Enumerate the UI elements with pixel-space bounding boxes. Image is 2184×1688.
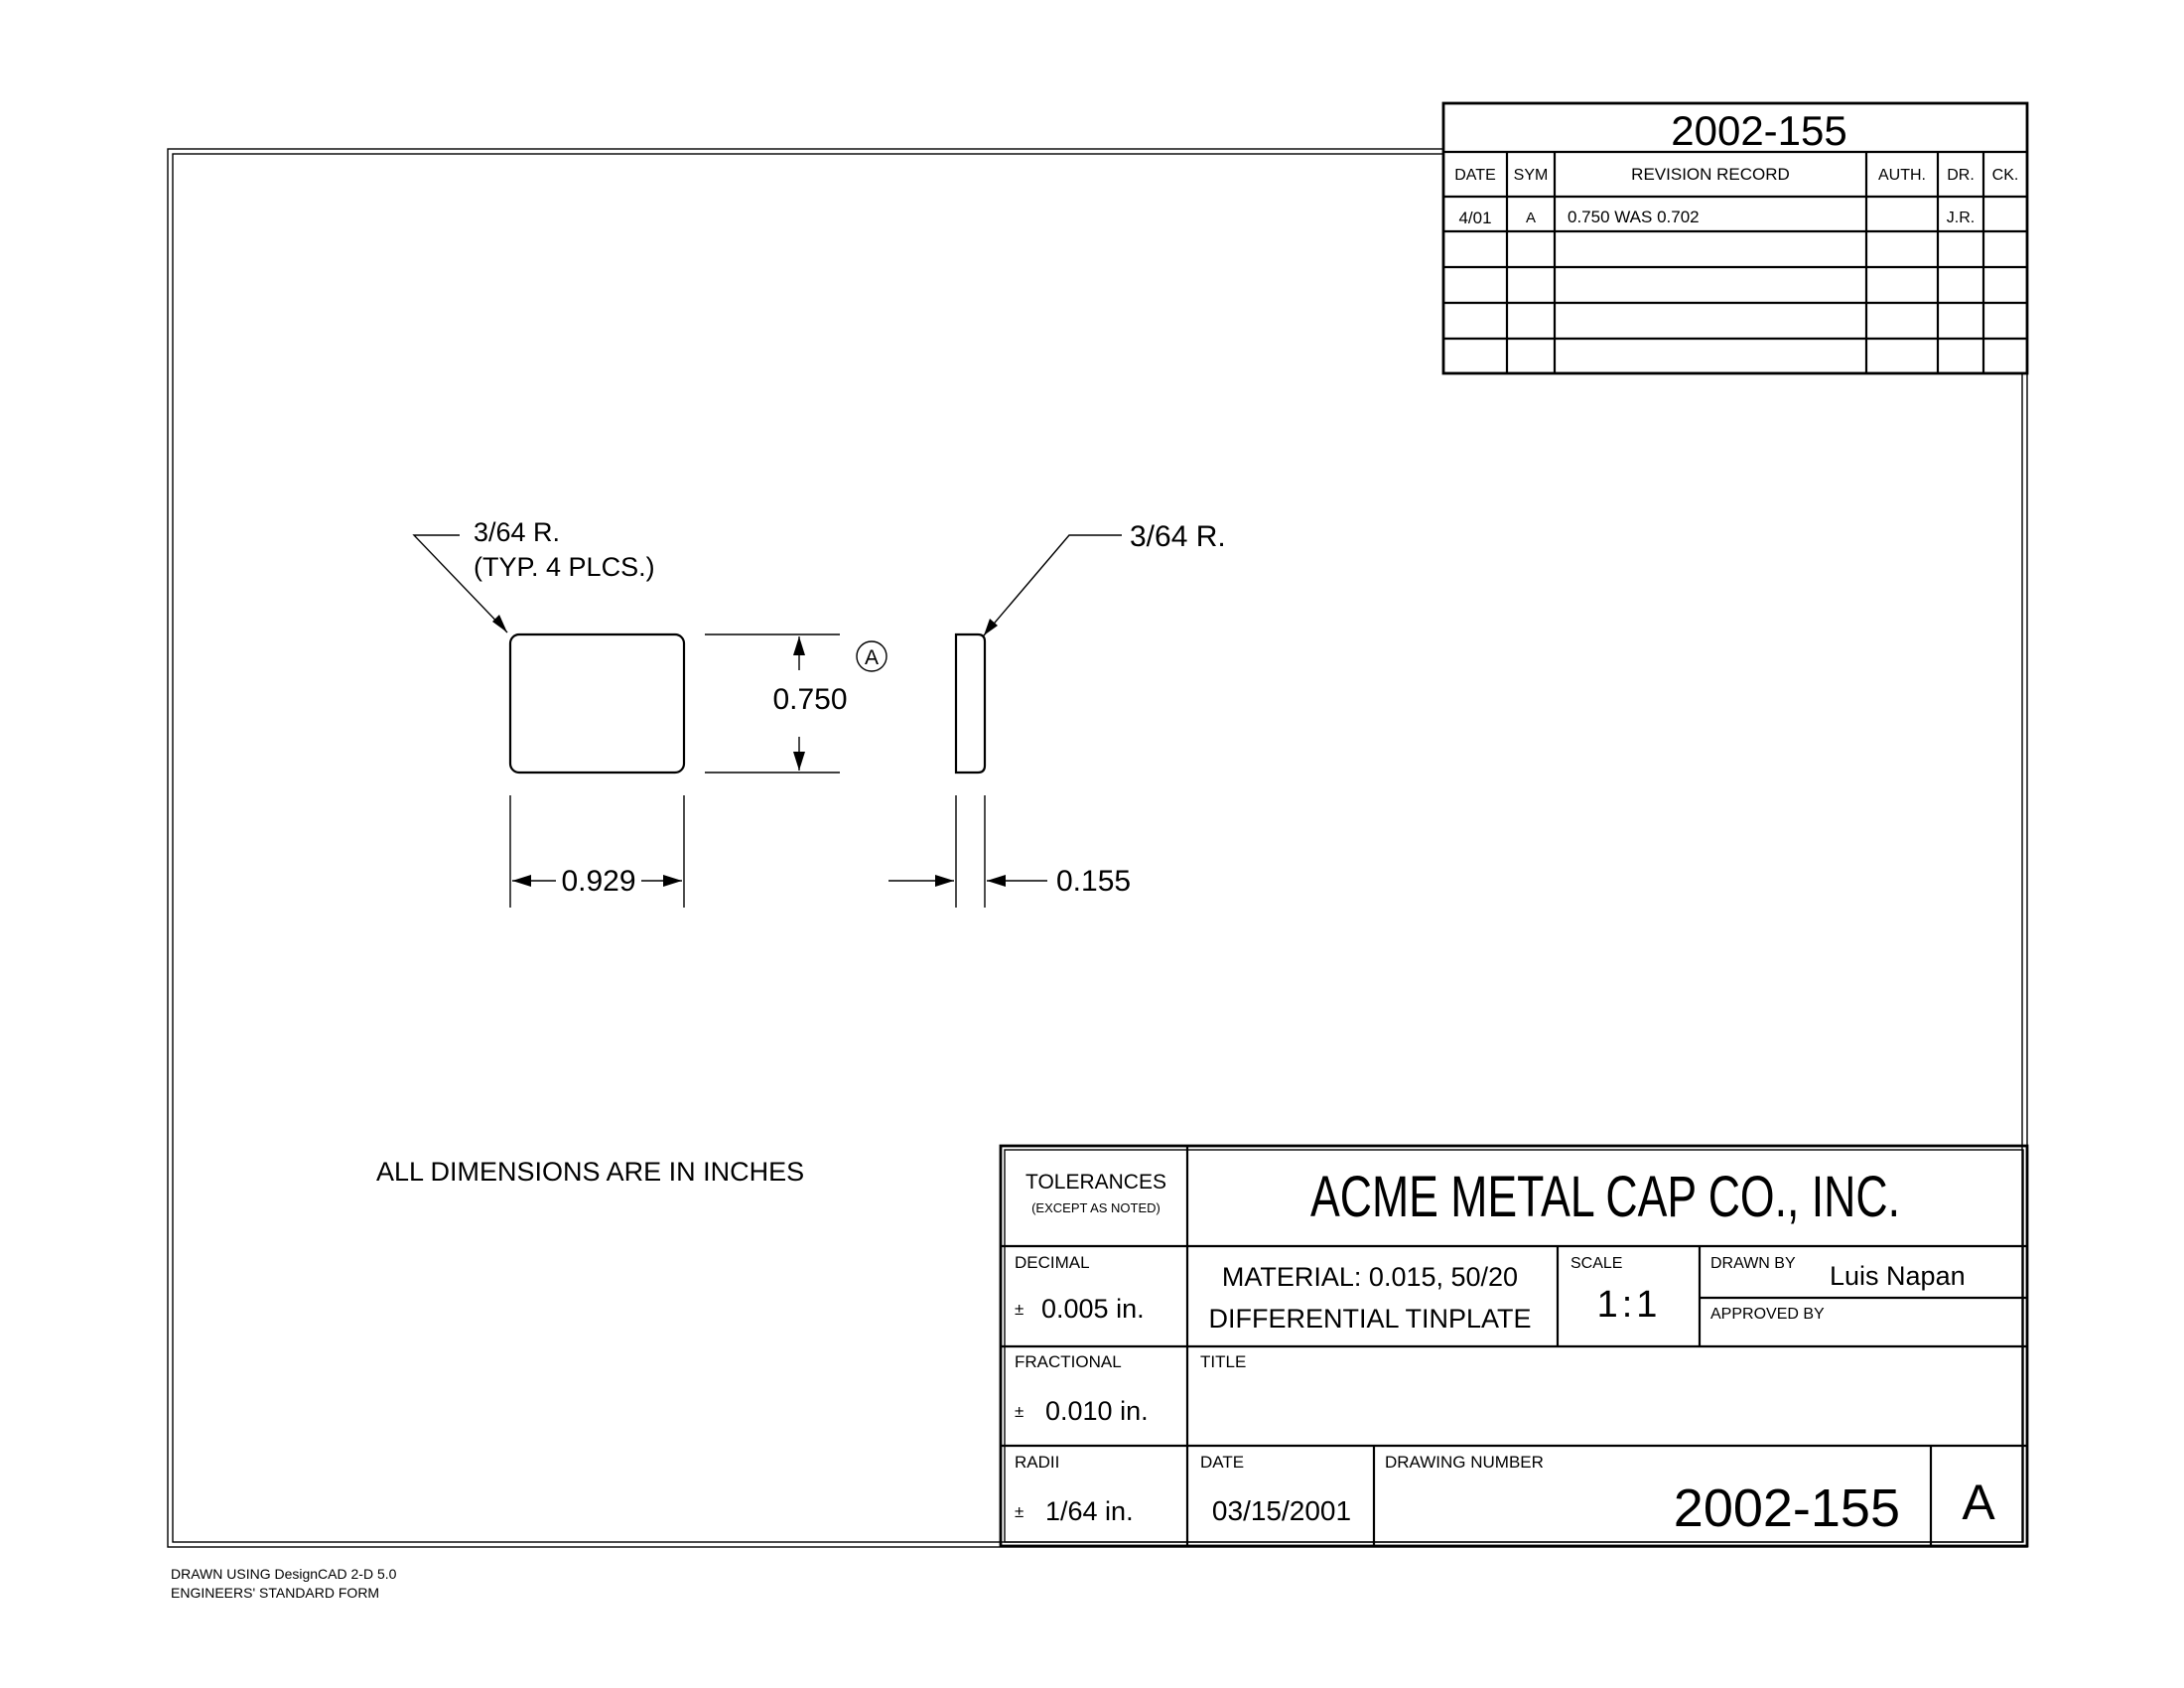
fractional-label: FRACTIONAL [1015,1352,1122,1371]
side-view: 3/64 R. 0.155 [888,520,1226,908]
revision-header-auth: AUTH. [1878,167,1926,184]
drawing-number-value: 2002-155 [1674,1478,1900,1538]
revision-header-dr: DR. [1947,167,1975,184]
front-view: 3/64 R. (TYP. 4 PLCS.) 0.750 A 0.929 [412,517,887,908]
revision-row: 4/01 A 0.750 WAS 0.702 J.R. [1458,208,1975,227]
company-name: ACME METAL CAP CO., INC. [1310,1165,1900,1229]
revision-header-sym: SYM [1514,167,1549,184]
revision-row-date: 4/01 [1458,209,1491,227]
revision-letter: A [1962,1475,1995,1530]
scale-label: SCALE [1570,1255,1622,1272]
front-radius-label: 3/64 R. [474,517,560,547]
revision-row-dr: J.R. [1947,210,1975,226]
units-note: ALL DIMENSIONS ARE IN INCHES [376,1157,804,1187]
side-view-outline [954,633,987,774]
footer-form: ENGINEERS' STANDARD FORM [171,1585,379,1601]
revision-marker: A [865,646,879,669]
front-view-outline [508,633,686,774]
side-radius-label: 3/64 R. [1130,520,1226,553]
radii-value: 1/64 in. [1045,1496,1134,1526]
title-label: TITLE [1200,1352,1246,1371]
revision-drawing-number: 2002-155 [1671,107,1847,154]
material-line-1: MATERIAL: 0.015, 50/20 [1222,1262,1518,1292]
fractional-value: 0.010 in. [1045,1396,1149,1426]
revision-block: 2002-155 DATE SYM REVISION RECORD AUTH. … [1441,101,2029,375]
revision-header-date: DATE [1454,167,1495,184]
front-radius-note: (TYP. 4 PLCS.) [474,552,655,582]
width-dimension-label: 0.929 [561,865,635,898]
height-dimension-label: 0.750 [772,683,847,716]
revision-header-record: REVISION RECORD [1631,165,1790,184]
drawn-by-value: Luis Napan [1830,1261,1966,1291]
decimal-plus-minus: ± [1015,1300,1024,1319]
drawn-by-label: DRAWN BY [1710,1255,1796,1272]
tolerances-label: TOLERANCES [1025,1171,1166,1194]
date-value: 03/15/2001 [1212,1495,1351,1526]
title-block: TOLERANCES (EXCEPT AS NOTED) ACME METAL … [999,1144,2029,1548]
revision-header-ck: CK. [1992,167,2019,184]
decimal-label: DECIMAL [1015,1253,1090,1272]
fractional-plus-minus: ± [1015,1402,1024,1421]
drawing-number-label: DRAWING NUMBER [1385,1453,1544,1472]
approved-by-label: APPROVED BY [1710,1306,1825,1323]
revision-marker-circle [856,640,887,672]
radii-label: RADII [1015,1453,1059,1472]
decimal-value: 0.005 in. [1041,1294,1145,1324]
thickness-dimension-label: 0.155 [1056,865,1131,898]
scale-value: 1:1 [1597,1284,1662,1326]
tolerances-sublabel: (EXCEPT AS NOTED) [1031,1200,1160,1215]
revision-row-sym: A [1526,210,1536,226]
revision-row-record: 0.750 WAS 0.702 [1568,208,1700,226]
footer-software: DRAWN USING DesignCAD 2-D 5.0 [171,1566,397,1582]
date-label: DATE [1200,1453,1244,1472]
material-line-2: DIFFERENTIAL TINPLATE [1208,1304,1531,1334]
radii-plus-minus: ± [1015,1502,1024,1521]
